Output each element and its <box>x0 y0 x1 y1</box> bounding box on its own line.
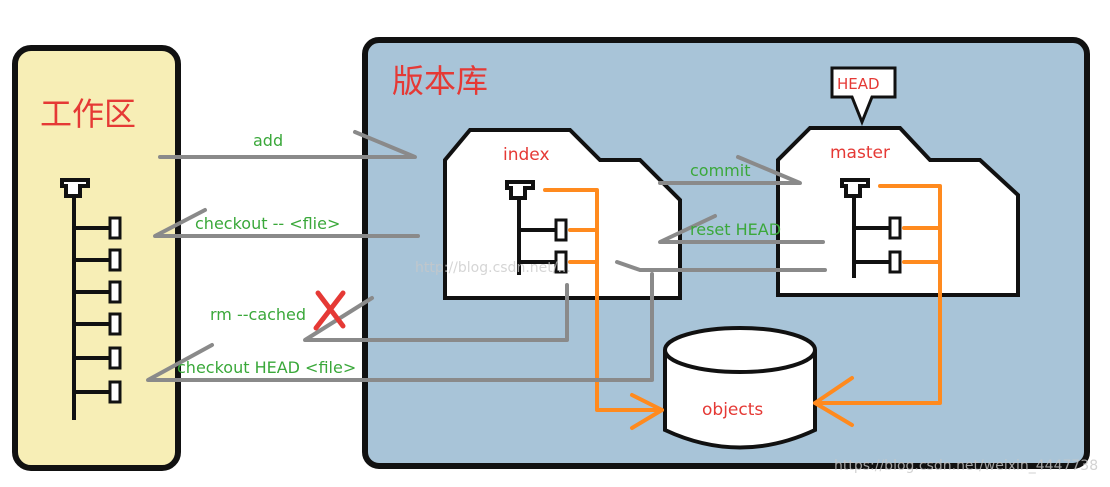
reset-head-arrow <box>658 214 825 244</box>
head-label: HEAD <box>837 75 880 93</box>
checkout-head-label: checkout HEAD <file> <box>177 358 356 377</box>
master-to-objects-links <box>813 184 942 427</box>
workspace-tree-icon <box>60 178 122 420</box>
cross-icon <box>313 290 346 331</box>
checkout-file-arrow <box>153 208 420 238</box>
add-arrow <box>158 130 417 159</box>
add-label: add <box>253 131 283 150</box>
reset-lower-line <box>615 260 827 272</box>
watermark-center: http://blog.csdn.net/... <box>415 260 571 276</box>
checkout-head-arrow <box>146 272 654 382</box>
master-folder <box>776 126 1020 297</box>
master-label: master <box>830 143 890 163</box>
index-folder <box>443 128 682 300</box>
repository-title: 版本库 <box>392 62 488 100</box>
master-tree-icon <box>840 178 902 278</box>
commit-label: commit <box>690 161 750 180</box>
index-tree-icon <box>505 180 568 275</box>
rm-cached-label: rm --cached <box>210 305 306 324</box>
objects-label: objects <box>702 400 763 420</box>
index-label: index <box>503 145 550 165</box>
index-to-objects-links <box>543 188 664 430</box>
reset-head-label: reset HEAD <box>690 220 781 239</box>
commit-arrow <box>658 155 802 185</box>
head-pointer <box>830 66 897 127</box>
checkout-file-label: checkout -- <flie> <box>195 214 340 233</box>
workspace-title: 工作区 <box>40 95 136 133</box>
watermark-bottom: https://blog.csdn.net/weixin_4447738 <box>834 458 1098 474</box>
objects-cylinder <box>663 326 817 450</box>
